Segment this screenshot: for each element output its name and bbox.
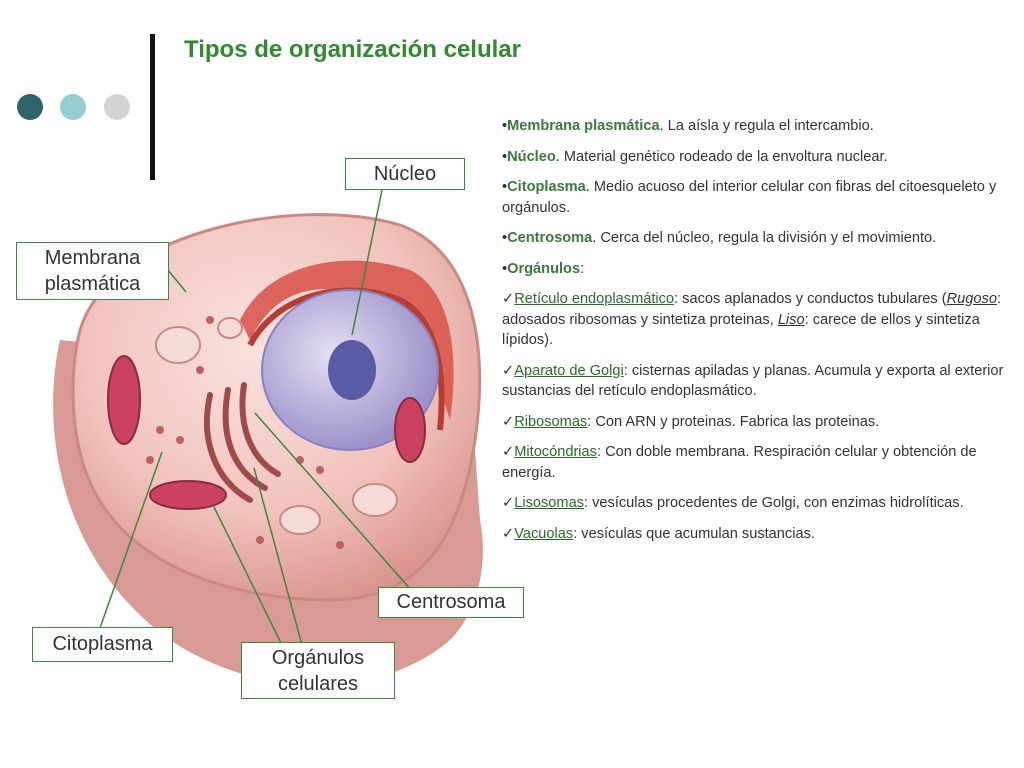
bullet-mitocondrias: ✓Mitocóndrias: Con doble membrana. Respi… (502, 442, 1018, 483)
desc-reticulo-1: : sacos aplanados y conductos tubulares … (674, 291, 947, 307)
bullet-ribosomas: ✓Ribosomas: Con ARN y proteinas. Fabrica… (502, 412, 1018, 433)
desc-lisosomas: : vesículas procedentes de Golgi, con en… (584, 495, 964, 511)
check-icon: ✓ (502, 444, 515, 460)
bullet-citoplasma: •Citoplasma. Medio acuoso del interior c… (502, 179, 997, 216)
description-list: •Membrana plasmática. La aísla y regula … (502, 116, 1018, 554)
check-icon: ✓ (502, 413, 515, 430)
label-citoplasma-text: Citoplasma (52, 633, 153, 655)
desc-ribosomas: : Con ARN y proteinas. Fabrica las prote… (587, 413, 880, 430)
bullet-vacuolas: ✓Vacuolas: vesículas que acumulan sustan… (502, 524, 1018, 545)
desc-centrosoma: . Cerca del núcleo, regula la división y… (592, 230, 937, 246)
term-mitocondrias: Mitocóndrias (514, 444, 597, 460)
decor-dot-mid (60, 94, 86, 120)
desc-organulos: : (580, 260, 585, 277)
bullet-golgi: ✓Aparato de Golgi: cisternas apiladas y … (502, 361, 1018, 402)
bullet-centrosoma: •Centrosoma. Cerca del núcleo, regula la… (502, 230, 937, 246)
desc-reticulo-2: : adosados ribosomas y sintetiza protein… (502, 291, 1002, 328)
label-nucleo: Núcleo (345, 158, 465, 190)
desc-nucleo: . Material genético rodeado de la envolt… (555, 148, 888, 165)
nucleolus (328, 340, 376, 400)
label-membrana: Membrana plasmática (16, 242, 169, 300)
term-reticulo: Retículo endoplasmático (514, 291, 675, 307)
term-lisosomas: Lisosomas (514, 495, 584, 511)
term-vacuolas: Vacuolas (514, 525, 574, 542)
label-organulos-line1: Orgánulos (271, 647, 365, 669)
term-liso: Liso (777, 311, 805, 328)
check-icon: ✓ (502, 291, 515, 307)
label-membrana-line2: plasmática (44, 273, 141, 295)
mitochondrion (394, 397, 426, 463)
term-membrana: Membrana plasmática (507, 118, 660, 134)
desc-vacuolas: : vesículas que acumulan sustancias. (573, 525, 815, 542)
label-nucleo-text: Núcleo (373, 163, 437, 185)
term-ribosomas: Ribosomas (514, 413, 588, 430)
decor-dot-light (104, 94, 130, 120)
label-centrosoma: Centrosoma (378, 587, 524, 618)
golgi-apparatus (204, 382, 281, 503)
desc-mitocondrias: : Con doble membrana. Respiración celula… (502, 444, 977, 481)
term-rugoso: Rugoso (946, 291, 997, 307)
term-golgi: Aparato de Golgi (514, 362, 624, 379)
check-icon: ✓ (502, 362, 515, 379)
desc-membrana: . La aísla y regula el intercambio. (659, 118, 874, 134)
bullet-organulos: •Orgánulos: (502, 260, 585, 277)
bullet-lisosomas: ✓Lisosomas: vesículas procedentes de Gol… (502, 493, 1018, 514)
bullet-membrana: •Membrana plasmática. La aísla y regula … (502, 118, 874, 134)
check-icon: ✓ (502, 525, 515, 542)
mitochondrion (107, 355, 141, 445)
slide-title: Tipos de organización celular (184, 36, 521, 63)
decor-dot-dark (17, 94, 43, 120)
desc-reticulo-3: : carece de ellos y sintetiza lípidos). (502, 311, 980, 349)
desc-citoplasma: . Medio acuoso del interior celular con … (502, 179, 997, 216)
desc-golgi: : cisternas apiladas y planas. Acumula y… (502, 362, 1004, 400)
label-citoplasma: Citoplasma (32, 627, 173, 662)
label-membrana-line1: Membrana (44, 247, 141, 269)
label-organulos-line2: celulares (277, 673, 359, 695)
title-divider (150, 34, 155, 180)
mitochondrion (149, 480, 227, 510)
term-organulos: Orgánulos (507, 260, 581, 277)
bullet-reticulo: ✓Retículo endoplasmático: sacos aplanado… (502, 289, 1018, 351)
bullet-nucleo: •Núcleo. Material genético rodeado de la… (502, 148, 888, 165)
term-citoplasma: Citoplasma (507, 179, 586, 195)
label-organulos: Orgánulos celulares (241, 642, 395, 699)
term-centrosoma: Centrosoma (507, 230, 593, 246)
term-nucleo: Núcleo (507, 148, 556, 165)
label-centrosoma-text: Centrosoma (396, 591, 506, 613)
check-icon: ✓ (502, 495, 515, 511)
